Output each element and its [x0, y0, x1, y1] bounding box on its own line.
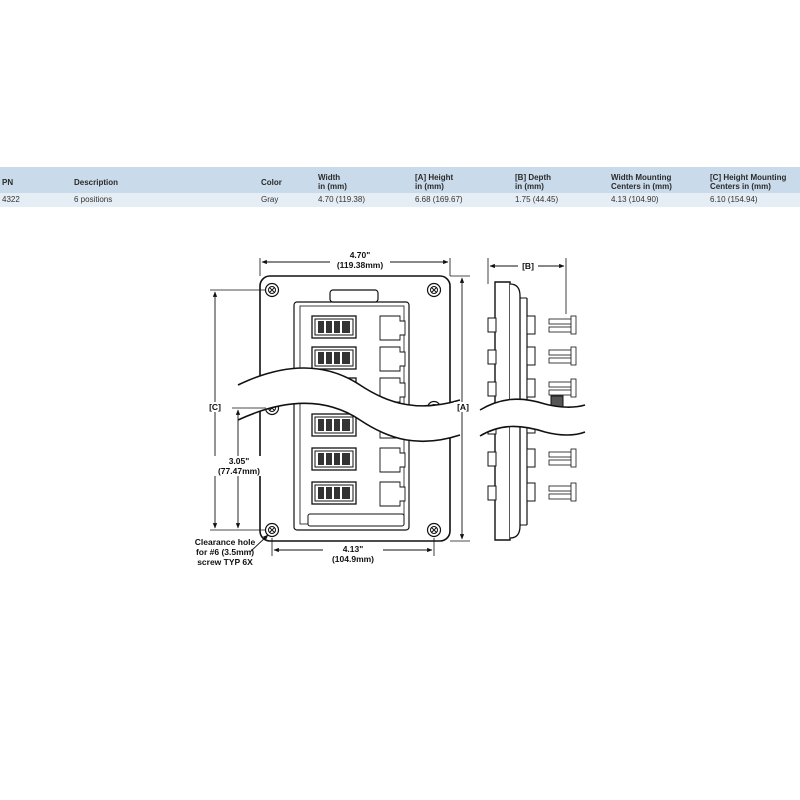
break-band	[238, 368, 460, 442]
header-height: [A] Height in (mm)	[415, 173, 453, 191]
partial-height-in: 3.05"	[228, 456, 250, 466]
terminal-block	[526, 346, 577, 366]
header-height-line2: in (mm)	[415, 182, 444, 191]
terminal-block	[526, 482, 577, 502]
cell-depth: 1.75 (44.45)	[515, 195, 559, 204]
header-depth: [B] Depth in (mm)	[515, 173, 551, 191]
header-depth-line2: in (mm)	[515, 182, 544, 191]
overall-width-mm: (119.38mm)	[336, 260, 384, 270]
screw-icon	[264, 282, 280, 298]
header-description: Description	[74, 178, 119, 187]
clearance-note-line2: for #6 (3.5mm)	[195, 547, 255, 557]
mounting-width-in: 4.13"	[342, 544, 364, 554]
label-slot	[329, 289, 379, 303]
rocker-switch	[311, 447, 357, 471]
header-color: Color	[261, 178, 282, 187]
mounting-width-mm: (104.9mm)	[331, 554, 375, 564]
cell-width: 4.70 (119.38)	[318, 195, 365, 204]
header-height-mounting-line1: [C] Height Mounting	[710, 173, 787, 182]
header-width-line1: Width	[318, 173, 341, 182]
label-b: [B]	[518, 261, 538, 271]
rocker-switch	[311, 413, 357, 437]
overall-width-in: 4.70"	[349, 250, 371, 260]
cell-color: Gray	[261, 195, 279, 204]
screw-icon	[264, 522, 280, 538]
label-c: [C]	[206, 402, 224, 412]
clearance-note-line3: screw TYP 6X	[197, 557, 253, 567]
rocker-switch	[311, 346, 357, 370]
cell-height-mounting: 6.10 (154.94)	[710, 195, 758, 204]
clearance-note-line1: Clearance hole	[194, 537, 256, 547]
header-width-mounting-line1: Width Mounting	[611, 173, 672, 182]
cell-pn: 4322	[2, 195, 20, 204]
spec-table-header: PN Description Color Width in (mm) [A] H…	[0, 167, 800, 193]
clearance-note: Clearance hole for #6 (3.5mm) screw TYP …	[190, 537, 260, 567]
header-depth-line1: [B] Depth	[515, 173, 551, 182]
header-height-mounting: [C] Height Mounting Centers in (mm)	[710, 173, 786, 191]
screw-icon	[426, 522, 442, 538]
table-row: 4322 6 positions Gray 4.70 (119.38) 6.68…	[0, 193, 800, 207]
terminal-block	[526, 448, 577, 468]
header-width-mounting-line2: Centers in (mm)	[611, 182, 672, 191]
cell-height: 6.68 (169.67)	[415, 195, 463, 204]
label-a: [A]	[454, 402, 472, 412]
partial-height-label: 3.05" (77.47mm)	[214, 456, 264, 476]
mounting-width-label: 4.13" (104.9mm)	[323, 544, 383, 564]
header-height-mounting-line2: Centers in (mm)	[710, 182, 771, 191]
header-height-line1: [A] Height	[415, 173, 454, 182]
header-width-line2: in (mm)	[318, 182, 347, 191]
rocker-switch	[311, 481, 357, 505]
partial-height-mm: (77.47mm)	[217, 466, 261, 476]
overall-width-label: 4.70" (119.38mm)	[330, 250, 390, 270]
header-width-mounting: Width Mounting Centers in (mm)	[611, 173, 672, 191]
rocker-switch	[311, 315, 357, 339]
screw-icon	[426, 282, 442, 298]
header-width: Width in (mm)	[318, 173, 347, 191]
terminal-block	[526, 378, 577, 398]
terminal-block	[526, 315, 577, 335]
header-pn: PN	[2, 178, 14, 187]
cell-width-mounting: 4.13 (104.90)	[611, 195, 659, 204]
cell-description: 6 positions	[74, 195, 113, 204]
